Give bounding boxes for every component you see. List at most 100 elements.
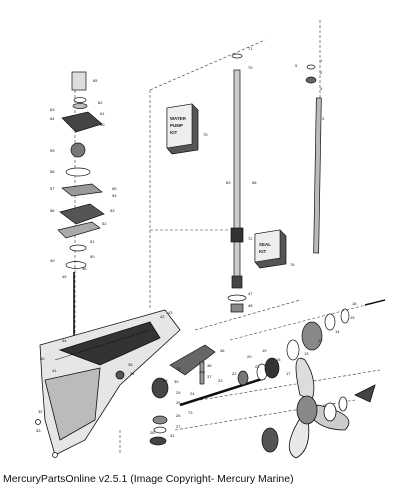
callout-29: 29 [176, 390, 181, 395]
callout-43: 43 [168, 310, 173, 315]
callout-26: 26 [176, 413, 181, 418]
thrust-hub [261, 427, 279, 453]
callout-25: 25 [176, 400, 181, 405]
o-ring [286, 339, 300, 361]
callout-19: 19 [262, 348, 267, 353]
pinion-gear [231, 275, 243, 289]
drive-shaft [233, 69, 241, 286]
water-pump-assembly [57, 71, 105, 340]
oil-seal [69, 244, 87, 252]
callout-53: 53 [110, 208, 115, 213]
callout-52: 52 [102, 221, 107, 226]
gear [149, 436, 167, 446]
callout-76: 76 [290, 262, 295, 267]
propeller-shaft [179, 376, 266, 407]
callout-75: 75 [203, 132, 208, 137]
drive-shaft-assembly [227, 53, 247, 313]
callout-57: 57 [50, 186, 55, 191]
callout-63: 63 [50, 107, 55, 112]
pump-base [59, 203, 105, 225]
bearing-carrier [301, 321, 323, 351]
reverse-gear [264, 357, 280, 379]
assembly-guide-lines [74, 20, 386, 455]
callout-69: 69 [226, 180, 231, 185]
callout-1: 1 [320, 58, 323, 63]
seal-kit-box: SEAL KIT [254, 229, 287, 269]
water-pump-kit-line: PUMP [170, 123, 183, 128]
callout-33: 33 [36, 428, 41, 433]
water-pump-kit-line: WATER [170, 116, 187, 121]
gasket [61, 183, 103, 197]
exploded-parts-diagram: WATER PUMP KIT SEAL KIT [35, 20, 386, 459]
callout-54: 54 [112, 193, 117, 198]
callout-38: 38 [207, 363, 212, 368]
propeller-hub [296, 395, 318, 425]
spacer [323, 402, 337, 422]
callout-64: 64 [50, 116, 55, 121]
callout-74: 74 [176, 366, 181, 371]
water-tube-seal [71, 71, 87, 91]
callout-60: 60 [100, 122, 105, 127]
callout-21: 21 [255, 364, 260, 369]
shift-shaft-bushing [306, 64, 316, 70]
callout-31: 31 [170, 433, 175, 438]
image-caption: MercuryPartsOnline v2.5.1 (Image Copyrig… [3, 473, 294, 485]
trim-tab [169, 344, 216, 385]
o-ring [65, 261, 87, 269]
callout-41: 41 [52, 368, 57, 373]
water-pump-kit-line: KIT [170, 130, 178, 135]
drive-shaft-bearing [230, 227, 244, 243]
propeller [261, 357, 376, 459]
callout-48: 48 [248, 303, 253, 308]
forward-gear [151, 377, 169, 399]
callout-14: 14 [335, 329, 340, 334]
callout-73: 73 [188, 410, 193, 415]
callout-30: 30 [174, 379, 179, 384]
callout-44: 44 [62, 338, 67, 343]
callout-16: 16 [276, 357, 281, 362]
propeller-shaft-assembly [151, 299, 386, 407]
washer [231, 53, 243, 59]
seal-kit-line: KIT [259, 249, 267, 254]
retaining-ring [340, 308, 350, 324]
shift-shaft-assembly [305, 64, 322, 254]
callout-61: 61 [100, 111, 105, 116]
callout-3: 3 [322, 116, 325, 121]
drain-screw [35, 419, 41, 425]
callout-32: 32 [38, 409, 43, 414]
carrier-seal [324, 313, 336, 331]
callout-71: 71 [248, 46, 253, 51]
callout-46: 46 [82, 266, 87, 271]
callout-58: 58 [50, 169, 55, 174]
callout-13: 13 [304, 351, 309, 356]
callout-62: 62 [98, 100, 103, 105]
grommet [72, 103, 88, 109]
callout-50: 50 [90, 254, 95, 259]
callout-70: 70 [248, 65, 253, 70]
anode [115, 370, 125, 380]
pinion-housing-parts [149, 415, 168, 446]
callout-18: 18 [352, 301, 357, 306]
seal-kit-line: SEAL [259, 242, 271, 247]
gear-housing [35, 309, 181, 458]
callout-34: 34 [130, 371, 135, 376]
bearing-cup [230, 303, 244, 313]
callout-27: 27 [176, 424, 181, 429]
impeller [70, 142, 86, 158]
callout-22: 22 [232, 371, 237, 376]
callout-4: 4 [320, 86, 323, 91]
water-pump-kit-box: WATER PUMP KIT [166, 103, 199, 155]
vent-screw [52, 452, 58, 458]
shift-shaft-seal [305, 76, 317, 84]
callout-28: 28 [150, 430, 155, 435]
callout-59: 59 [50, 148, 55, 153]
clutch [237, 370, 249, 386]
callout-55: 55 [112, 186, 117, 191]
callout-24: 24 [190, 391, 195, 396]
callout-47: 47 [248, 291, 253, 296]
callout-15: 15 [350, 315, 355, 320]
grommet [73, 97, 87, 103]
callout-37: 37 [207, 374, 212, 379]
shift-shaft [313, 97, 322, 254]
bolt [364, 299, 386, 306]
